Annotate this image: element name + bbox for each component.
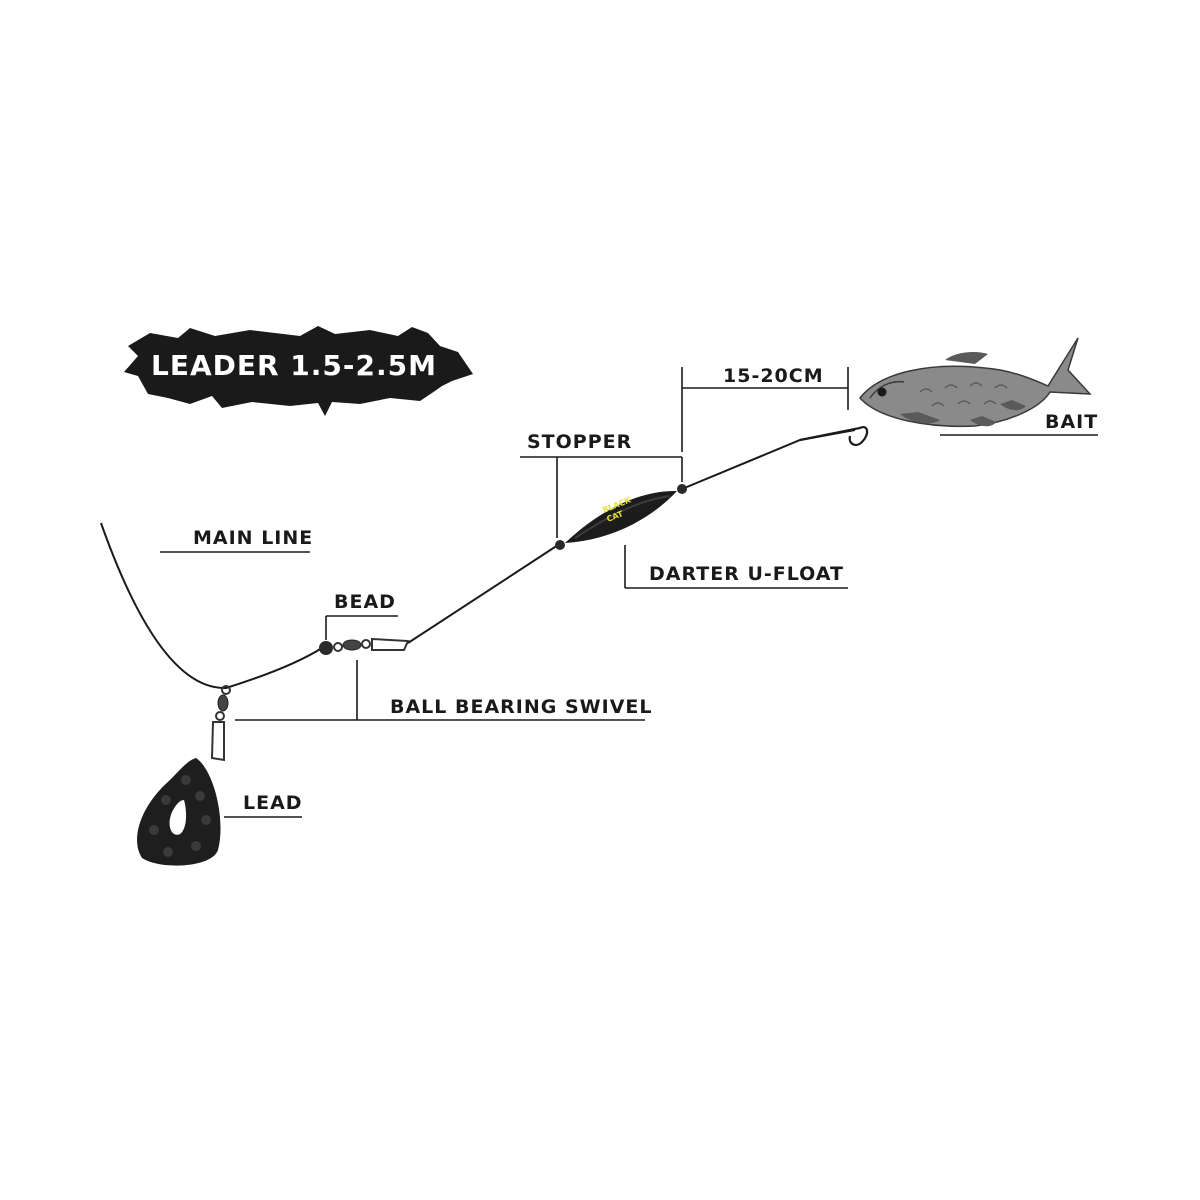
lead-weight-icon <box>137 758 221 866</box>
label-main-line: MAIN LINE <box>193 527 313 549</box>
label-lead: LEAD <box>243 792 303 814</box>
stopper-lower-icon <box>555 540 565 550</box>
label-distance: 15-20CM <box>723 365 824 387</box>
label-bait: BAIT <box>1045 411 1098 433</box>
leader-banner: LEADER 1.5-2.5M <box>124 326 473 416</box>
lead-swivel-icon <box>210 685 231 762</box>
banner-shape <box>124 326 473 416</box>
label-stopper: STOPPER <box>527 431 632 453</box>
main-line <box>100 522 323 690</box>
ball-bearing-swivel-icon <box>333 637 410 652</box>
label-bead: BEAD <box>334 591 396 613</box>
leader-line-lower <box>407 544 559 644</box>
hook-icon <box>799 426 869 446</box>
label-ball-bearing-swivel: BALL BEARING SWIVEL <box>390 696 653 718</box>
bait-fish-icon <box>859 337 1092 428</box>
darter-u-float-icon: BLACK CAT <box>565 490 677 543</box>
leader-line-upper <box>681 429 856 490</box>
stopper-upper-icon <box>677 484 687 494</box>
label-darter-u-float: DARTER U-FLOAT <box>649 563 844 585</box>
banner-text: LEADER 1.5-2.5M <box>151 349 437 382</box>
bead-icon <box>319 641 333 655</box>
